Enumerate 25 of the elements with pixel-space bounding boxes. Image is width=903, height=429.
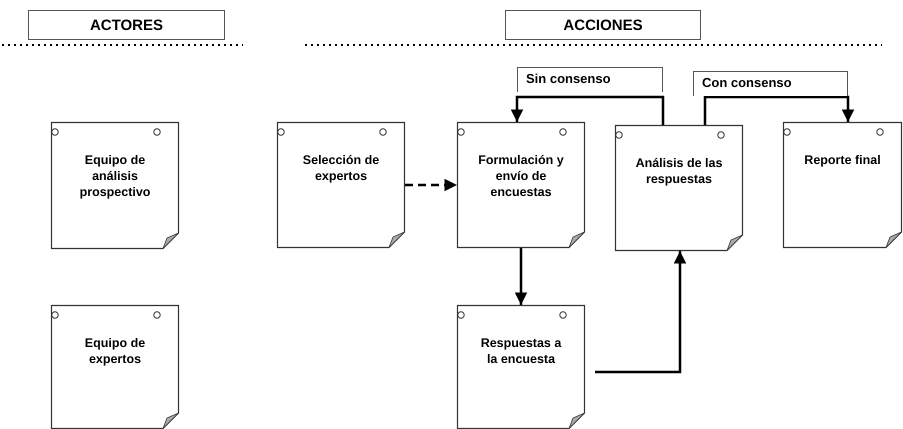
arrow	[510, 96, 664, 125]
edge-label: Sin consenso	[517, 67, 663, 92]
note-card	[277, 122, 405, 248]
column-heading: ACCIONES	[563, 16, 643, 34]
arrow	[514, 248, 528, 305]
note-text: Equipo de expertos	[84, 335, 146, 367]
note-text: Equipo de análisis prospectivo	[78, 152, 152, 200]
note-card	[51, 305, 179, 429]
arrow	[704, 96, 854, 125]
note-card	[783, 122, 902, 248]
note-text: Reporte final	[803, 152, 882, 168]
note-card	[51, 122, 179, 249]
edge-label: Con consenso	[693, 71, 848, 96]
note-text: Análisis de las respuestas	[635, 155, 723, 187]
note-card	[457, 122, 585, 248]
note-text: Respuestas a la encuesta	[480, 335, 562, 367]
header-box	[28, 10, 225, 40]
note-card	[457, 305, 585, 429]
note-text: Formulación y envío de encuestas	[477, 152, 565, 200]
arrow	[595, 251, 686, 374]
column-heading: ACTORES	[90, 16, 164, 34]
arrow	[405, 178, 457, 192]
note-text: Selección de expertos	[302, 152, 380, 184]
header-box	[505, 10, 701, 40]
note-card	[615, 125, 743, 251]
